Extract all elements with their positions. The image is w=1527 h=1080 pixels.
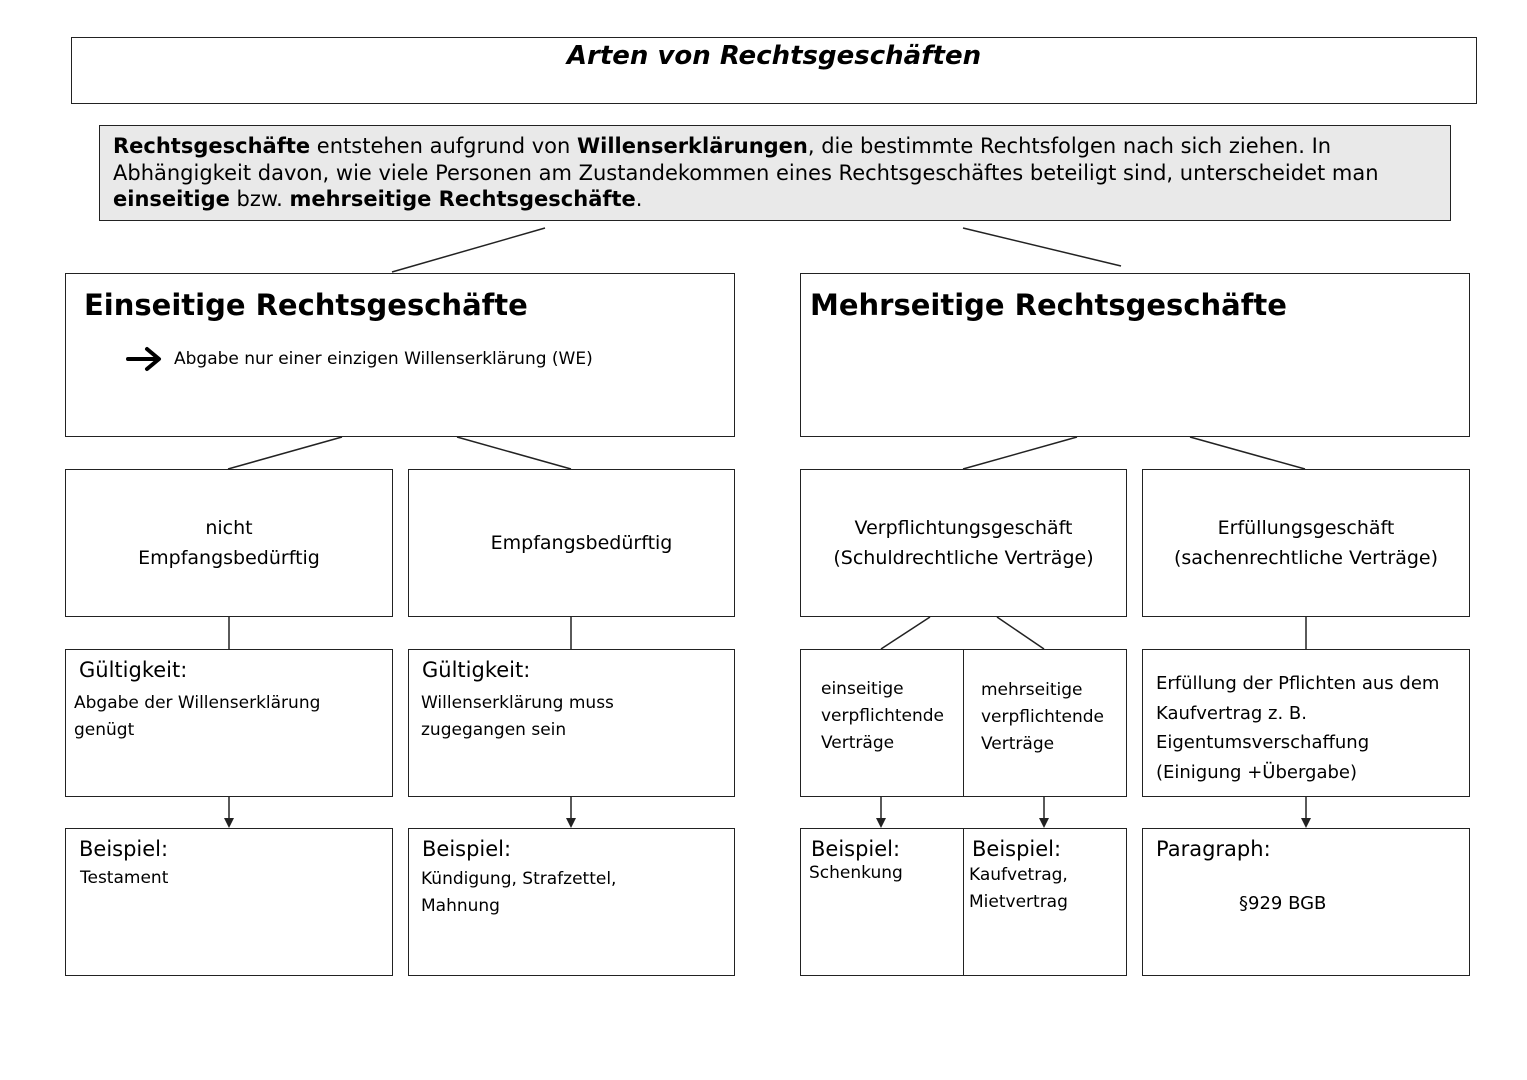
beispiel-nicht-heading: Beispiel: [79,837,169,861]
beispiel-schenkung-heading: Beispiel: [811,837,901,861]
page-title: Arten von Rechtsgeschäften [566,41,982,71]
beispiel-schenkung-text: Schenkung [809,863,903,883]
erfuellung-detail-line4: (Einigung +Übergabe) [1156,761,1358,783]
beispiel-empfangs-box: Beispiel: Kündigung, Strafzettel, Mahnun… [408,828,735,976]
einseitig-v-line1: einseitige [821,679,904,699]
mehrseitige-heading: Mehrseitige Rechtsgeschäfte [810,288,1287,322]
verpflichtung-line1: Verpflichtungsgeschäft [854,517,1073,539]
mehrseitig-verpflichtende-text: mehrseitige verpflichtende Verträge [981,677,1104,758]
title-box: Arten von Rechtsgeschäften [71,37,1477,104]
paragraph-heading: Paragraph: [1156,837,1271,861]
einseitige-box: Einseitige Rechtsgeschäfte Abgabe nur ei… [65,273,735,437]
nicht-label-line1: nicht [205,517,253,539]
erfuellung-line1: Erfüllungsgeschäft [1217,517,1395,539]
einseitige-note: Abgabe nur einer einzigen Willenserkläru… [174,349,593,369]
gueltigkeit-empfangs-line2: zugegangen sein [421,720,567,740]
verpflichtung-line2: (Schuldrechtliche Verträge) [833,547,1094,569]
erfuellung-detail-line3: Eigentumsverschaffung [1156,732,1370,753]
empfangsbeduerftig-label: Empfangsbedürftig [409,470,734,616]
verpflichtungsgeschaeft-box: Verpflichtungsgeschäft (Schuldrechtliche… [800,469,1127,617]
intro-text-1: entstehen aufgrund von [310,134,577,158]
gueltigkeit-empfangs-heading: Gültigkeit: [422,658,531,682]
beispiel-schenkung-box: Beispiel: Schenkung [800,828,964,976]
gueltigkeit-nicht-text: Abgabe der Willenserklärung genügt [74,690,320,744]
intro-term-einseitige: einseitige [113,187,230,211]
nicht-empfangsbeduerftig-box: nicht Empfangsbedürftig [65,469,393,617]
beispiel-empfangs-heading: Beispiel: [422,837,512,861]
beispiel-empfangs-text: Kündigung, Strafzettel, Mahnung [421,866,616,920]
nicht-empfangsbeduerftig-label: nicht Empfangsbedürftig [66,470,392,616]
intro-term-willenserklaerungen: Willenserklärungen [577,134,808,158]
gueltigkeit-nicht-line1: Abgabe der Willenserklärung [74,693,321,713]
gueltigkeit-nicht-heading: Gültigkeit: [79,658,188,682]
intro-term-mehrseitige: mehrseitige Rechtsgeschäfte [289,187,636,211]
intro-text-2: , die bestimmte Rechtsfolgen nach sich z… [113,134,1379,185]
einseitige-note-row: Abgabe nur einer einzigen Willenserkläru… [126,346,593,372]
beispiel-kaufvertrag-text: Kaufvetrag, Mietvertrag [969,862,1068,916]
intro-text-3: bzw. [229,187,290,211]
beispiel-kaufvertrag-line1: Kaufvetrag, [969,865,1068,885]
mehrseitig-v-line2: verpflichtende [981,707,1105,727]
empfangsbeduerftig-box: Empfangsbedürftig [408,469,735,617]
einseitig-verpflichtende-box: einseitige verpflichtende Verträge [800,649,964,797]
mehrseitig-v-line1: mehrseitige [981,680,1083,700]
erfuellung-line2: (sachenrechtliche Verträge) [1173,547,1439,569]
erfuellungsgeschaeft-box: Erfüllungsgeschäft (sachenrechtliche Ver… [1142,469,1470,617]
erfuellung-detail-box: Erfüllung der Pflichten aus dem Kaufvert… [1142,649,1470,797]
gueltigkeit-empfangs-box: Gültigkeit: Willenserklärung muss zugega… [408,649,735,797]
beispiel-nicht-text: Testament [80,868,169,888]
einseitig-verpflichtende-text: einseitige verpflichtende Verträge [821,676,944,757]
paragraph-box: Paragraph: §929 BGB [1142,828,1470,976]
einseitige-heading: Einseitige Rechtsgeschäfte [84,288,528,322]
einseitig-v-line2: verpflichtende [821,706,945,726]
beispiel-kaufvertrag-line2: Mietvertrag [969,892,1068,912]
gueltigkeit-nicht-box: Gültigkeit: Abgabe der Willenserklärung … [65,649,393,797]
verpflichtungsgeschaeft-label: Verpflichtungsgeschäft (Schuldrechtliche… [801,470,1126,616]
gueltigkeit-empfangs-line1: Willenserklärung muss [421,693,614,713]
arrow-right-icon [126,347,161,371]
einseitig-v-line3: Verträge [821,733,895,753]
beispiel-kaufvertrag-box: Beispiel: Kaufvetrag, Mietvertrag [963,828,1127,976]
mehrseitig-verpflichtende-box: mehrseitige verpflichtende Verträge [963,649,1127,797]
intro-text-4: . [635,187,643,211]
beispiel-empfangs-line1: Kündigung, Strafzettel, [421,869,617,889]
erfuellung-detail-line1: Erfüllung der Pflichten aus dem [1156,673,1440,694]
beispiel-nicht-box: Beispiel: Testament [65,828,393,976]
mehrseitige-box: Mehrseitige Rechtsgeschäfte [800,273,1470,437]
empfangs-label-line: Empfangsbedürftig [490,532,673,554]
nicht-label-line2: Empfangsbedürftig [138,547,320,569]
erfuellungsgeschaeft-label: Erfüllungsgeschäft (sachenrechtliche Ver… [1143,470,1469,616]
mehrseitig-v-line3: Verträge [981,734,1055,754]
intro-term-rechtsgeschaefte: Rechtsgeschäfte [113,134,311,158]
erfuellung-detail-line2: Kaufvertrag z. B. [1156,702,1307,724]
erfuellung-detail-text: Erfüllung der Pflichten aus dem Kaufvert… [1156,669,1439,787]
gueltigkeit-empfangs-text: Willenserklärung muss zugegangen sein [421,690,614,744]
gueltigkeit-nicht-line2: genügt [74,720,135,740]
beispiel-kaufvertrag-heading: Beispiel: [972,837,1062,861]
paragraph-text: §929 BGB [1239,893,1327,914]
beispiel-empfangs-line2: Mahnung [421,896,500,916]
intro-box: Rechtsgeschäfte entstehen aufgrund von W… [99,125,1451,221]
